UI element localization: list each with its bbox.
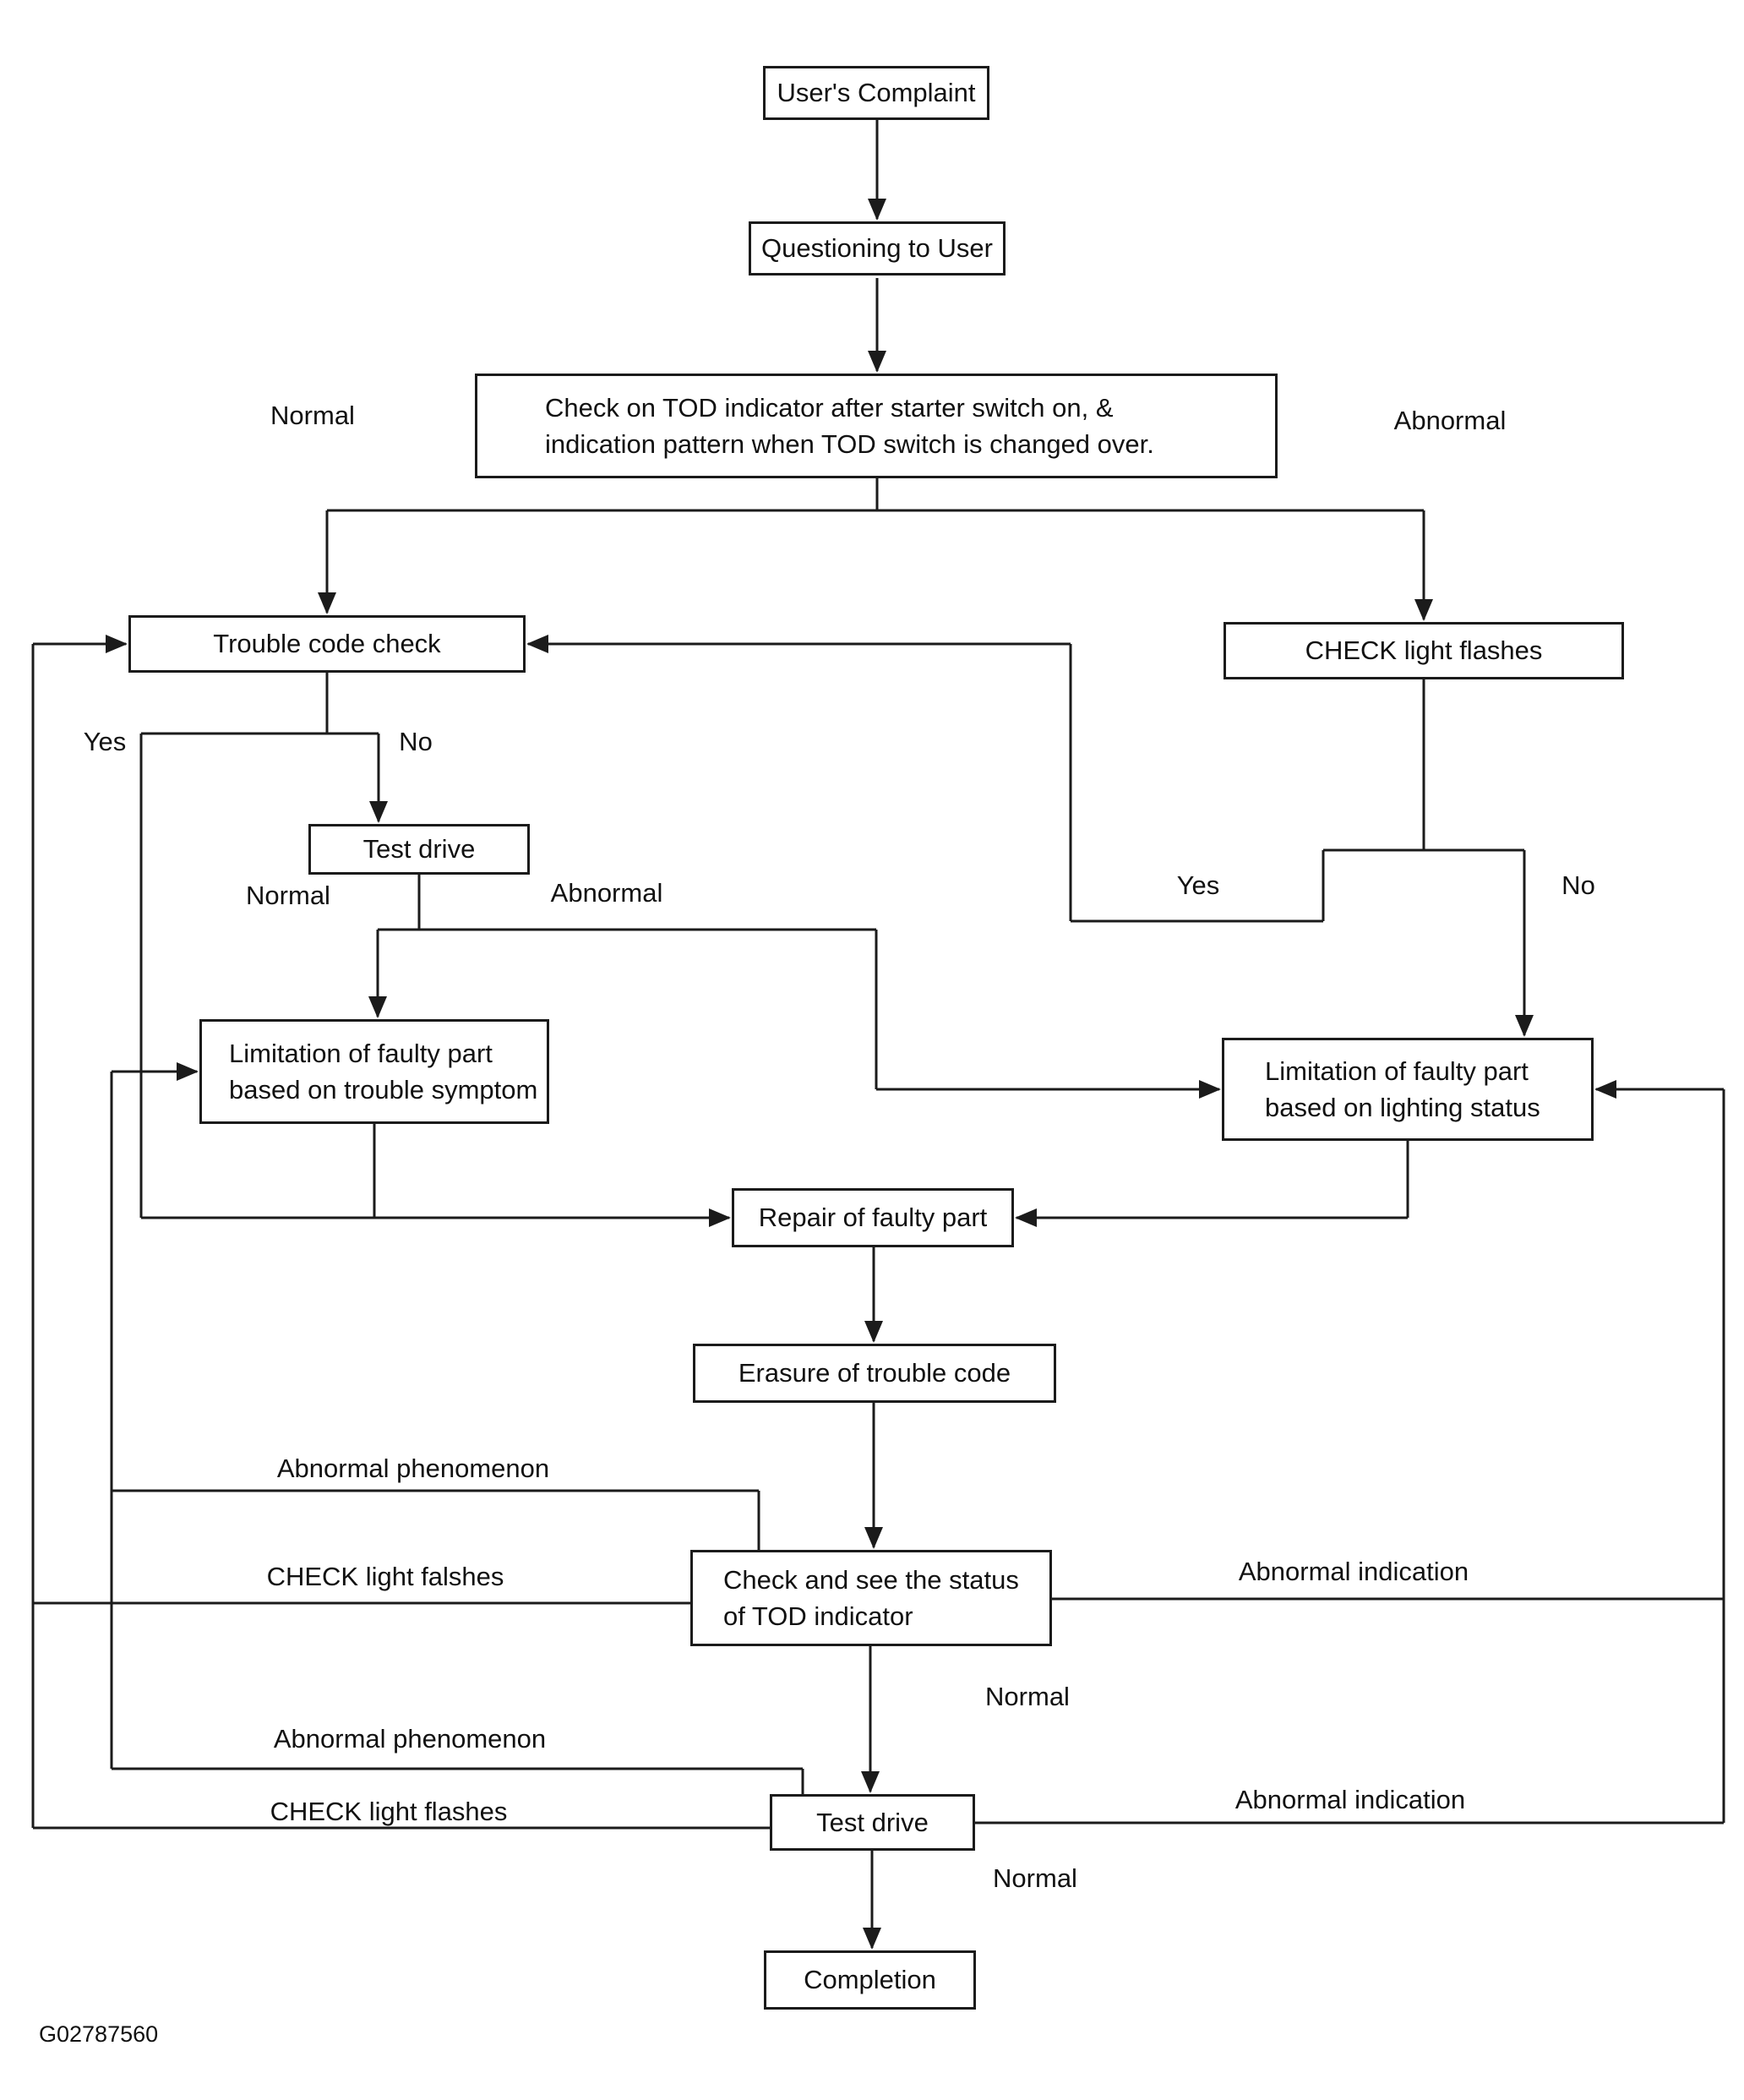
node-check-light-flashes: CHECK light flashes (1224, 622, 1624, 679)
node-users-complaint: User's Complaint (763, 66, 989, 120)
node-questioning-to-user-label: Questioning to User (761, 233, 993, 264)
node-repair-faulty-part-label: Repair of faulty part (758, 1203, 988, 1233)
node-users-complaint-label: User's Complaint (777, 78, 976, 108)
node-test-drive-2-label: Test drive (816, 1807, 929, 1837)
node-erasure-trouble-code: Erasure of trouble code (693, 1344, 1056, 1403)
label-normal-after-status: Normal (985, 1682, 1070, 1711)
label-normal-after-test: Normal (993, 1863, 1077, 1893)
label-normal-mid: Normal (246, 881, 330, 910)
node-limitation-trouble-symptom-line1: Limitation of faulty part (229, 1038, 493, 1068)
label-yes-left: Yes (83, 727, 127, 756)
node-questioning-to-user: Questioning to User (749, 221, 1006, 275)
node-check-tod-indicator-line2: indication pattern when TOD switch is ch… (545, 429, 1154, 459)
node-check-light-flashes-label: CHECK light flashes (1305, 635, 1543, 666)
node-check-tod-status: Check and see the status of TOD indicato… (690, 1550, 1052, 1646)
label-abnormal-top: Abnormal (1393, 406, 1507, 435)
label-check-light-flashes-2: CHECK light flashes (270, 1797, 508, 1826)
label-abnormal-phenomenon-2: Abnormal phenomenon (273, 1724, 547, 1754)
node-limitation-lighting-status: Limitation of faulty part based on light… (1222, 1038, 1594, 1141)
arrow-connectors (33, 120, 1724, 1950)
node-completion: Completion (764, 1950, 976, 2010)
figure-id: G02787560 (39, 2021, 159, 2047)
node-limitation-lighting-status-line2: based on lighting status (1265, 1093, 1540, 1122)
node-limitation-trouble-symptom: Limitation of faulty part based on troub… (199, 1019, 549, 1124)
label-no-right: No (1561, 870, 1595, 900)
node-check-tod-indicator: Check on TOD indicator after starter swi… (475, 374, 1278, 478)
label-abnormal-phenomenon-1: Abnormal phenomenon (276, 1454, 550, 1483)
node-limitation-lighting-status-line1: Limitation of faulty part (1265, 1055, 1529, 1086)
node-erasure-trouble-code-label: Erasure of trouble code (738, 1358, 1011, 1388)
label-check-light-falshes: CHECK light falshes (266, 1562, 504, 1591)
node-check-tod-status-line2: of TOD indicator (723, 1601, 913, 1631)
node-limitation-trouble-symptom-line2: based on trouble symptom (229, 1075, 538, 1105)
node-test-drive-1: Test drive (308, 824, 530, 875)
label-no-left: No (399, 727, 433, 756)
node-test-drive-1-label: Test drive (362, 834, 476, 865)
node-repair-faulty-part: Repair of faulty part (732, 1188, 1014, 1247)
node-trouble-code-check: Trouble code check (128, 615, 526, 673)
node-check-tod-status-line1: Check and see the status (723, 1564, 1019, 1595)
label-abnormal-mid: Abnormal (550, 878, 663, 908)
label-normal-top: Normal (270, 401, 355, 430)
node-test-drive-2: Test drive (770, 1794, 975, 1851)
node-check-tod-indicator-line1: Check on TOD indicator after starter swi… (545, 392, 1114, 423)
node-completion-label: Completion (804, 1965, 936, 1995)
label-abnormal-indication-1: Abnormal indication (1238, 1557, 1469, 1586)
plain-connectors (31, 478, 1725, 1830)
label-abnormal-indication-2: Abnormal indication (1234, 1785, 1466, 1814)
node-trouble-code-check-label: Trouble code check (213, 629, 441, 659)
label-yes-right: Yes (1176, 870, 1220, 900)
